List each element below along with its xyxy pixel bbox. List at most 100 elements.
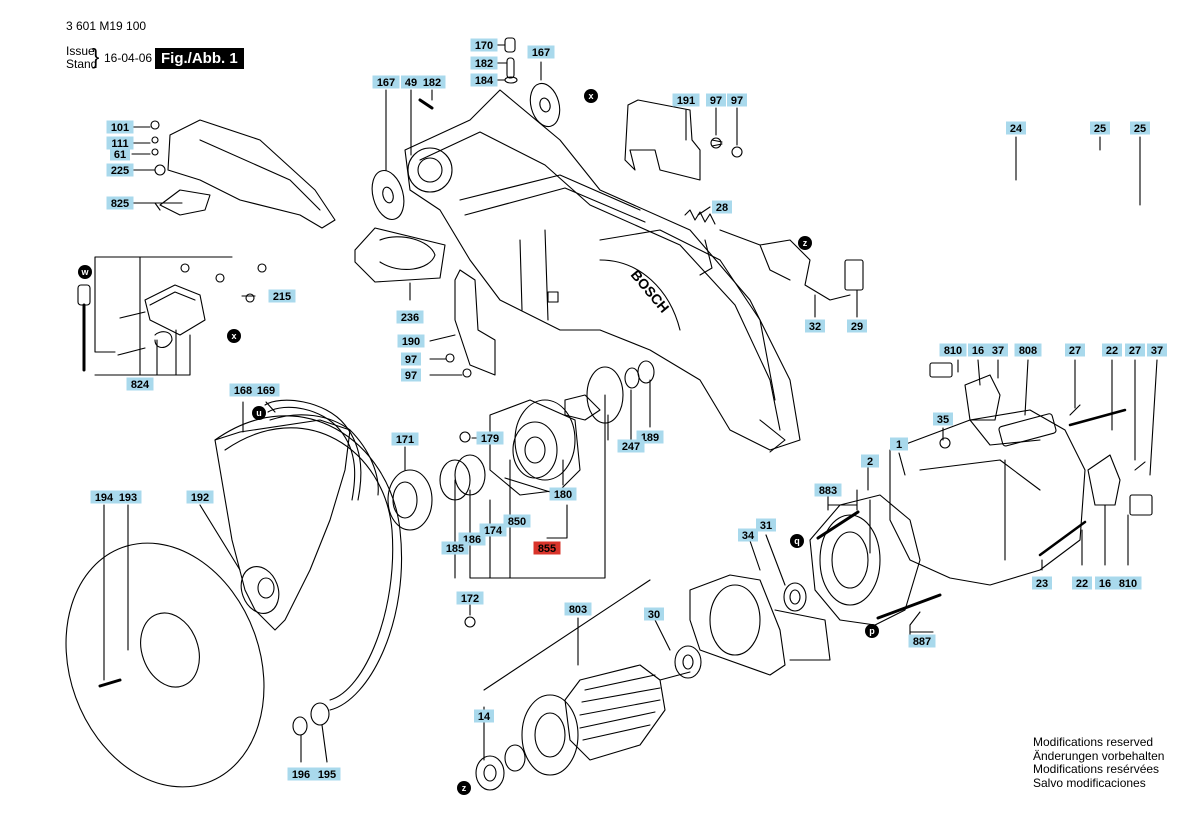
part-label: 37 [1147,343,1167,357]
part-number: 22 [1076,578,1088,590]
part-label: 215 [268,289,296,303]
part-label: 189 [636,430,664,444]
part-number: 236 [401,312,419,324]
part-label: 97 [706,93,726,107]
part-number: 97 [405,370,417,382]
part-number: 171 [396,434,414,446]
part-number: 24 [1010,123,1023,135]
part-number: 27 [1069,345,1081,357]
part-label: 182 [418,75,446,89]
part-label: 97 [727,93,747,107]
modifications-line: Salvo modificaciones [1033,775,1146,790]
part-label: 32 [805,319,825,333]
label-box [1095,576,1115,590]
part-number: 810 [1119,578,1137,590]
part-label: 27 [1065,343,1085,357]
part-label: 182 [470,56,498,70]
label-box [549,487,577,501]
label-box [814,483,842,497]
stand-label: Stand [66,57,98,71]
part-label: 111 [106,136,134,150]
part-number: 808 [1019,345,1037,357]
part-number: 195 [318,769,336,781]
callout-marker-letter: z [803,238,808,248]
part-number: 25 [1094,123,1106,135]
label-box [1147,343,1167,357]
part-number: 225 [111,165,129,177]
part-number: 61 [114,149,126,161]
label-box [968,343,988,357]
part-number: 825 [111,198,129,210]
label-box [1130,121,1150,135]
part-label: 2 [861,454,879,468]
part-label: 1 [890,437,908,451]
part-number: 37 [1151,345,1163,357]
label-box [126,377,154,391]
part-label: 30 [644,607,664,621]
label-box [738,528,758,542]
part-label: 23 [1032,576,1052,590]
part-label: 236 [396,310,424,324]
document-number: 3 601 M19 100 [66,19,147,33]
figure-label: Fig./Abb. 1 [155,48,244,69]
label-box [456,591,484,605]
part-label: 167 [527,45,555,59]
part-number: 32 [809,321,821,333]
part-label: 61 [110,147,130,161]
label-box [847,319,867,333]
part-number: 16 [972,345,984,357]
label-box [890,437,908,451]
part-number: 2 [867,456,873,468]
part-number: 180 [554,489,572,501]
part-number: 855 [538,543,556,555]
part-label: 825 [106,196,134,210]
part-number: 170 [475,40,493,52]
upper-guard-housing [404,89,801,453]
part-number: 887 [913,636,931,648]
part-label: 169 [252,383,280,397]
label-box [706,93,726,107]
label-box [110,147,130,161]
part-label: 35 [933,412,953,426]
part-label: 174 [479,523,507,537]
label-box [644,607,664,621]
label-box [470,38,498,52]
part-number: 31 [760,520,772,532]
callout-marker [584,89,598,103]
callout-marker [78,265,92,279]
label-box [106,196,134,210]
part-number: 34 [742,530,755,542]
part-number: 35 [937,414,949,426]
part-number: 803 [569,604,587,616]
callout-marker-letter: u [256,408,262,418]
callout-marker [790,534,804,548]
part-label: 24 [1006,121,1026,135]
label-box [476,431,504,445]
callout-marker-letter: p [869,626,875,636]
part-label: 887 [908,634,936,648]
part-label: 97 [401,352,421,366]
part-label: 803 [564,602,592,616]
part-label: 180 [549,487,577,501]
label-box [1032,576,1052,590]
label-box [397,334,425,348]
label-box [396,310,424,324]
part-number: 182 [475,58,493,70]
label-box [252,383,280,397]
label-box [268,289,296,303]
part-number: 101 [111,122,129,134]
part-number: 184 [475,75,494,87]
part-number: 179 [481,433,499,445]
label-box [527,45,555,59]
label-box [1114,576,1142,590]
callout-marker [227,329,241,343]
part-number: 190 [402,336,420,348]
part-number: 169 [257,385,275,397]
part-number: 172 [461,593,479,605]
label-box [756,518,776,532]
part-label: 191 [672,93,700,107]
part-label: 810 [939,343,967,357]
label-box [229,383,257,397]
part-number: 192 [191,492,209,504]
part-number: 167 [532,47,550,59]
